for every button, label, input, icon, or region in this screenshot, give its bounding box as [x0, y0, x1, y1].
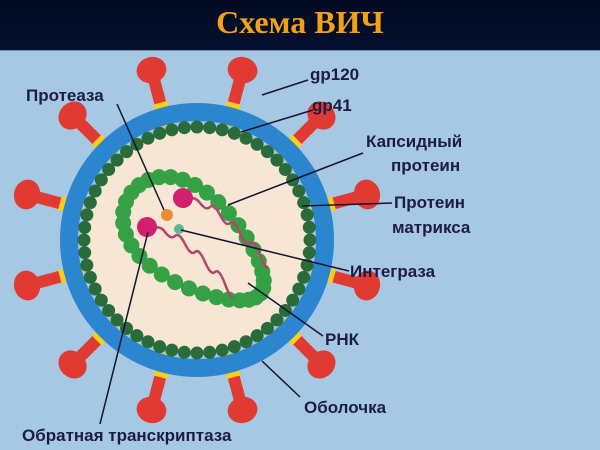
capsid — [115, 169, 272, 309]
reverse-transcriptase-dot-1 — [173, 188, 193, 208]
label-envelope: Оболочка — [304, 398, 387, 417]
leader-lines — [99, 79, 393, 425]
protease-dot — [161, 209, 173, 221]
integrase-dot — [174, 224, 184, 234]
leader-gp120 — [261, 79, 309, 96]
leader-matrix — [301, 202, 393, 207]
rna-strand-2 — [152, 226, 235, 298]
label-rna: РНК — [325, 330, 359, 349]
title-bar: Схема ВИЧ — [0, 0, 600, 51]
envelope — [60, 103, 334, 377]
label-capsid-line2: протеин — [391, 156, 461, 175]
leader-gp41 — [240, 109, 314, 133]
page-title: Схема ВИЧ — [216, 4, 384, 40]
leader-rna — [247, 282, 324, 337]
leader-protease — [116, 103, 165, 211]
leader-capsid — [227, 152, 364, 206]
rna — [152, 197, 270, 298]
leader-envelope — [261, 360, 301, 398]
label-protease: Протеаза — [26, 86, 104, 105]
reverse-transcriptase-dot-2 — [137, 217, 157, 237]
rna-strand-1 — [187, 197, 270, 269]
label-gp41: gp41 — [312, 96, 352, 115]
leader-reverse-transcriptase — [99, 231, 149, 425]
label-matrix-line1: Протеин — [394, 193, 466, 212]
label-capsid-line1: Капсидный — [366, 132, 463, 151]
label-matrix-line2: матрикса — [392, 218, 471, 237]
label-reverse-transcriptase: Обратная транскриптаза — [22, 426, 232, 445]
matrix-protein-ring — [77, 120, 317, 360]
label-integrase: Интеграза — [350, 262, 436, 281]
leader-integrase — [180, 229, 350, 272]
label-gp120: gp120 — [310, 65, 360, 84]
hiv-diagram — [13, 56, 393, 425]
